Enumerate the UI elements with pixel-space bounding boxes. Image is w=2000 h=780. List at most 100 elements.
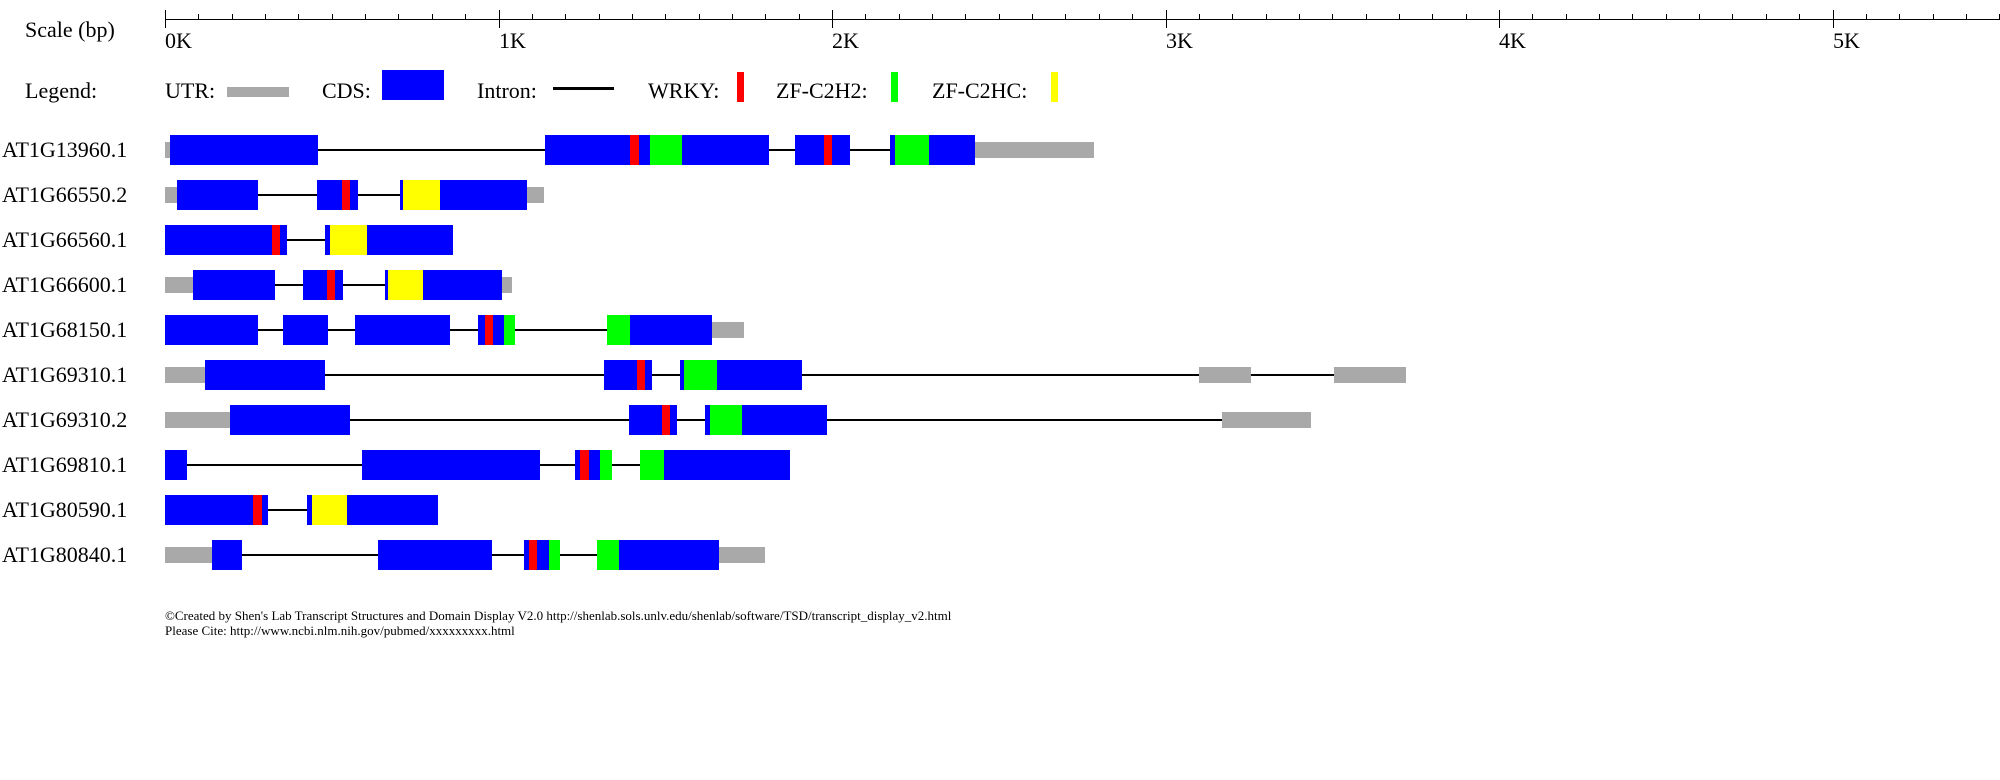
cds-exon (316, 180, 359, 210)
scale-tick-label: 2K (832, 28, 859, 53)
scale-major-tick (1166, 10, 1167, 28)
utr-segment (975, 142, 1094, 158)
transcript-id-label: AT1G66600.1 (2, 272, 128, 297)
scale-minor-tick (1366, 14, 1367, 20)
intron-line (165, 509, 439, 511)
utr-segment (1222, 412, 1311, 428)
transcript-id-label: AT1G80840.1 (2, 542, 128, 567)
legend-label-wrky: WRKY: (648, 78, 720, 103)
scale-minor-tick (1899, 14, 1900, 20)
domain-zf-c2h2 (600, 450, 612, 480)
transcript-id-label: AT1G69310.1 (2, 362, 128, 387)
legend-label-intron: Intron: (477, 78, 537, 103)
cds-exon (193, 270, 276, 300)
scale-minor-tick (565, 14, 566, 20)
legend-swatch-wrky (737, 72, 744, 102)
utr-segment (711, 322, 744, 338)
domain-wrky (661, 405, 671, 435)
legend-swatch-zf-c2hc (1051, 72, 1058, 102)
scale-minor-tick (1966, 14, 1967, 20)
scale-minor-tick (1399, 14, 1400, 20)
scale-major-tick (832, 10, 833, 28)
utr-segment (165, 277, 194, 293)
domain-zf-c2h2 (650, 135, 682, 165)
transcript-id-label: AT1G66560.1 (2, 227, 128, 252)
scale-minor-tick (1432, 14, 1433, 20)
cds-exon (165, 495, 269, 525)
scale-major-tick (1833, 10, 1834, 28)
scale-axis-line (165, 19, 2000, 20)
domain-zf-c2h2 (548, 540, 561, 570)
domain-zf-c2hc (388, 270, 424, 300)
scale-minor-tick (332, 14, 333, 20)
scale-minor-tick (999, 14, 1000, 20)
cds-exon (211, 540, 242, 570)
intron-line (165, 239, 454, 241)
utr-segment (165, 142, 170, 158)
legend-swatch-utr (227, 87, 289, 97)
legend-label-utr: UTR: (165, 78, 216, 103)
scale-minor-tick (432, 14, 433, 20)
scale-minor-tick (632, 14, 633, 20)
legend-label-zf-c2h2: ZF-C2H2: (776, 78, 868, 103)
scale-minor-tick (1299, 14, 1300, 20)
scale-minor-tick (732, 14, 733, 20)
scale-tick-label: 4K (1499, 28, 1526, 53)
legend-swatch-zf-c2h2 (891, 72, 898, 102)
scale-minor-tick (1532, 14, 1533, 20)
scale-minor-tick (1933, 14, 1934, 20)
utr-segment (165, 412, 231, 428)
scale-minor-tick (1266, 14, 1267, 20)
cds-exon (170, 135, 319, 165)
scale-label: Scale (bp) (25, 17, 115, 42)
domain-zf-c2h2 (640, 450, 664, 480)
scale-major-tick (499, 10, 500, 28)
cds-exon (165, 315, 259, 345)
legend-title: Legend: (25, 78, 98, 103)
cds-exon (165, 225, 287, 255)
utr-segment (165, 187, 177, 203)
utr-segment (165, 367, 206, 383)
transcript-id-label: AT1G80590.1 (2, 497, 128, 522)
scale-tick-label: 1K (499, 28, 526, 53)
domain-zf-c2h2 (503, 315, 516, 345)
cds-exon (205, 360, 326, 390)
footer-citation: Please Cite: http://www.ncbi.nlm.nih.gov… (165, 623, 515, 638)
domain-zf-c2h2 (683, 360, 717, 390)
cds-exon (640, 450, 791, 480)
scale-major-tick (1499, 10, 1500, 28)
scale-minor-tick (599, 14, 600, 20)
domain-zf-c2h2 (606, 315, 631, 345)
legend-swatch-cds (382, 70, 444, 100)
cds-exon (165, 450, 187, 480)
scale-minor-tick (1132, 14, 1133, 20)
domain-wrky (326, 270, 336, 300)
domain-wrky (630, 135, 639, 165)
scale-minor-tick (1632, 14, 1633, 20)
cds-exon (230, 405, 351, 435)
scale-minor-tick (265, 14, 266, 20)
cds-exon (378, 540, 492, 570)
scale-minor-tick (865, 14, 866, 20)
domain-zf-c2h2 (596, 540, 619, 570)
scale-minor-tick (1866, 14, 1867, 20)
scale-minor-tick (1032, 14, 1033, 20)
scale-minor-tick (1099, 14, 1100, 20)
scale-minor-tick (1199, 14, 1200, 20)
domain-zf-c2hc (403, 180, 441, 210)
domain-wrky (271, 225, 281, 255)
transcript-id-label: AT1G68150.1 (2, 317, 128, 342)
cds-exon (361, 450, 541, 480)
scale-minor-tick (1599, 14, 1600, 20)
legend-swatch-intron (553, 87, 614, 90)
scale-minor-tick (1732, 14, 1733, 20)
domain-wrky (636, 360, 646, 390)
scale-tick-label: 3K (1166, 28, 1193, 53)
scale-minor-tick (298, 14, 299, 20)
utr-segment (501, 277, 512, 293)
scale-minor-tick (799, 14, 800, 20)
scale-minor-tick (665, 14, 666, 20)
utr-segment (1198, 367, 1251, 383)
scale-minor-tick (1232, 14, 1233, 20)
